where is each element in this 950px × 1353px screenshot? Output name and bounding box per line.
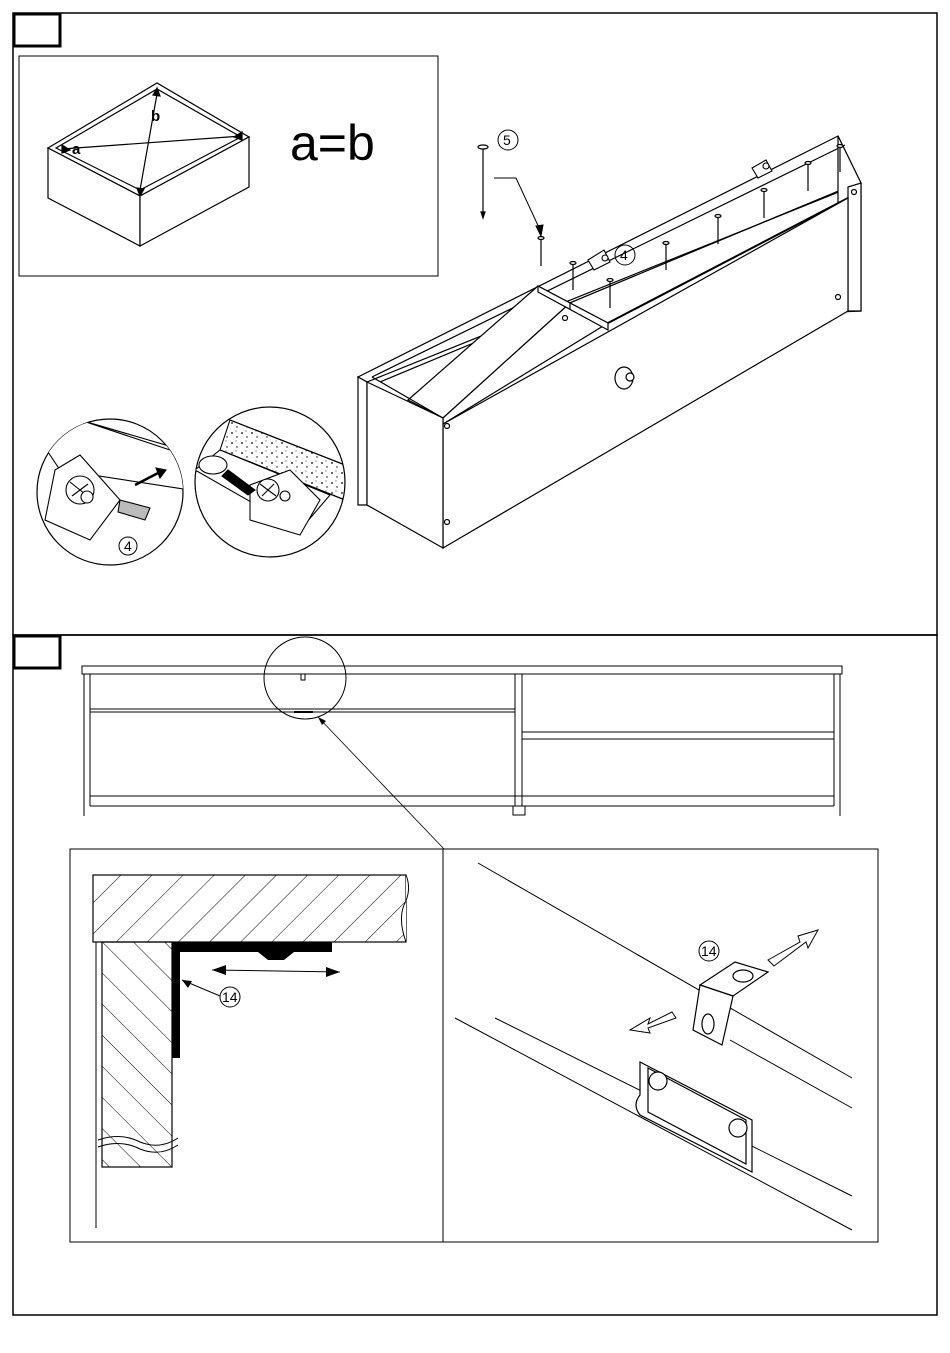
cabinet-front-elevation bbox=[82, 666, 842, 816]
step-2-panel: 14 bbox=[13, 635, 937, 1315]
bracket-callout-section: 14 bbox=[222, 989, 238, 1005]
step-1-number-box bbox=[14, 14, 60, 46]
nail-callout: 5 bbox=[503, 132, 511, 148]
square-check-formula: a=b bbox=[290, 115, 375, 171]
frame-box-drawing bbox=[48, 83, 249, 246]
cam-detail-callout: 4 bbox=[124, 538, 132, 554]
l-bracket-section bbox=[172, 942, 332, 1058]
diagonal-label-b: b bbox=[151, 108, 160, 125]
section-detail bbox=[70, 849, 443, 1242]
screw-icon bbox=[729, 1119, 747, 1137]
nail-icon bbox=[538, 237, 544, 267]
cabinet-carcass-drawing bbox=[358, 136, 861, 548]
square-check-inset: a b a=b bbox=[19, 56, 438, 276]
cam-detail-right bbox=[195, 407, 345, 557]
perspective-detail bbox=[443, 849, 878, 1242]
bracket-callout-perspective: 14 bbox=[701, 943, 717, 959]
nail-icon bbox=[478, 145, 488, 218]
screw-icon bbox=[649, 1072, 667, 1090]
diagonal-label-a: a bbox=[72, 141, 81, 158]
step-2-number-box bbox=[14, 636, 60, 668]
l-bracket-perspective bbox=[693, 962, 768, 1045]
cam-fitting-callout: 4 bbox=[620, 247, 628, 263]
cam-detail-left: 4 bbox=[37, 419, 200, 565]
step-1-panel: a b a=b bbox=[13, 13, 937, 635]
